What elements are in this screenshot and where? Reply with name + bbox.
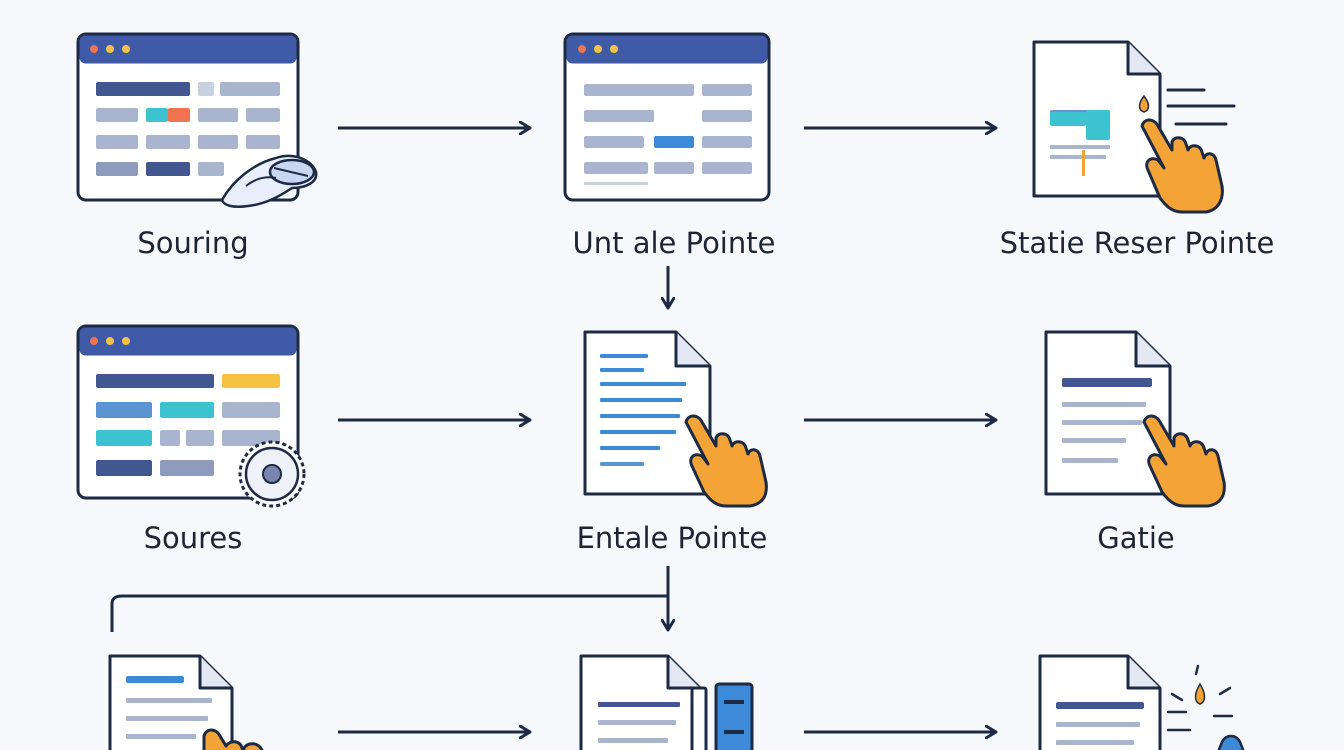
label-entale-pointe: Entale Pointe bbox=[576, 521, 768, 555]
row3-left-document-icon bbox=[108, 654, 234, 750]
label-soures: Soures bbox=[143, 521, 243, 555]
unt-ale-pointe-spreadsheet-icon bbox=[563, 32, 771, 202]
label-gatie: Gatie bbox=[1097, 521, 1175, 555]
entale-pointe-document-icon bbox=[583, 330, 712, 496]
pointing-hand-icon bbox=[202, 728, 264, 750]
sparkle-icon bbox=[1166, 664, 1245, 750]
row3-middle-document-icon bbox=[579, 654, 754, 750]
soures-spreadsheet-icon bbox=[76, 324, 300, 500]
statie-reser-pointe-document-icon bbox=[1032, 40, 1236, 198]
row3-right-document-icon bbox=[1038, 654, 1162, 750]
souring-spreadsheet-icon bbox=[76, 32, 300, 202]
pointing-hand-icon bbox=[684, 414, 768, 508]
gatie-document-icon bbox=[1044, 330, 1172, 496]
label-souring: Souring bbox=[137, 226, 249, 260]
pointing-hand-icon bbox=[1142, 414, 1226, 508]
label-unt-ale-pointe: Unt ale Pointe bbox=[572, 226, 776, 260]
gear-icon bbox=[238, 440, 306, 508]
connector-bracket-line bbox=[110, 594, 668, 632]
pointing-hand-icon bbox=[1140, 118, 1224, 214]
label-statie-reser-pointe: Statie Reser Pointe bbox=[999, 226, 1275, 260]
mouse-hand-icon bbox=[220, 154, 318, 208]
